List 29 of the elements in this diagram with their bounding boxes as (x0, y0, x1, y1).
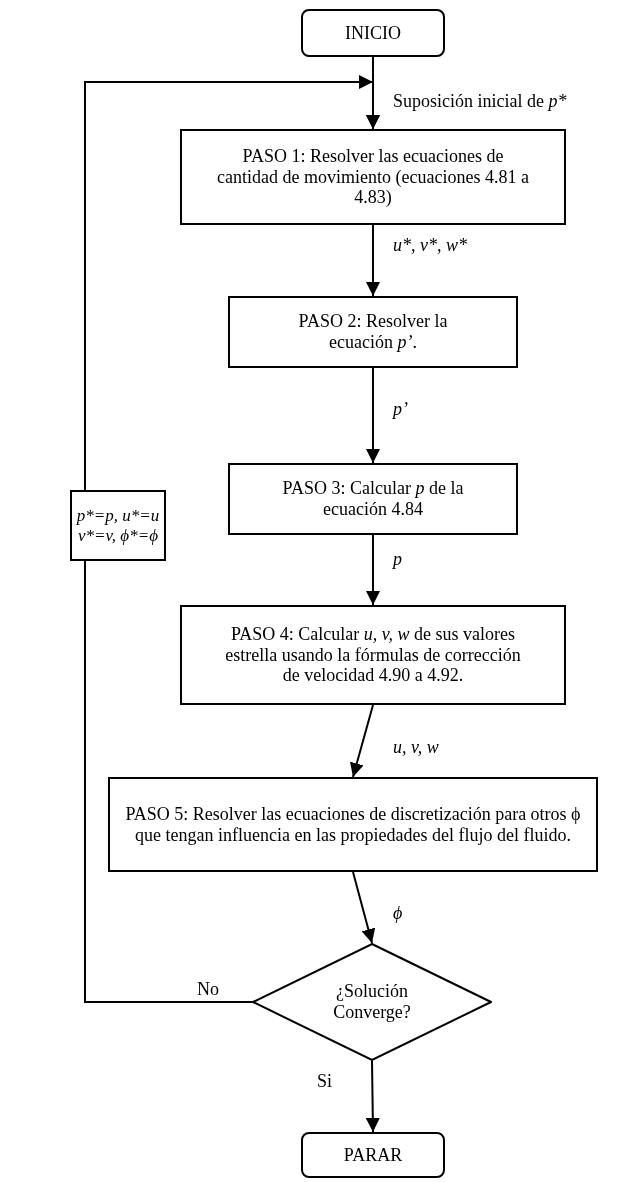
process-box (180, 129, 566, 225)
arrow (350, 704, 374, 778)
edge-label: ϕ (392, 904, 404, 924)
arrow (352, 871, 376, 944)
step-text: PASO 2: Resolver la ecuación p’. (297, 311, 449, 353)
edge-label: Suposición inicial de p* (392, 92, 568, 112)
step-text: p*=p, u*=u v*=v, ϕ*=ϕ (75, 505, 161, 546)
decision-diamond (252, 943, 492, 1061)
process-box (228, 296, 518, 368)
arrow (84, 75, 380, 491)
step-text: PASO 3: Calcular p de la ecuación 4.84 (281, 478, 465, 520)
edge-label: p’ (392, 400, 409, 420)
process-box (228, 463, 518, 535)
process-box (70, 490, 166, 561)
arrow (366, 367, 380, 464)
step-text: PASO 5: Resolver las ecuaciones de discretización para otros ϕ que tengan influencia en las propiedades del flujo del fluido. (124, 803, 582, 846)
terminal-text: PARAR (343, 1144, 403, 1166)
terminal-box (301, 1132, 445, 1178)
edge-label: u*, v*, w* (392, 236, 468, 256)
process-box (108, 777, 598, 872)
step-text: PASO 4: Calcular u, v, w de sus valores estrella usando la fórmulas de corrección de velocidad 4.90 a 4.92. (224, 623, 522, 687)
step-text: PASO 1: Resolver las ecuaciones de cantidad de movimiento (ecuaciones 4.81 a 4.83) (216, 145, 530, 209)
terminal-box (301, 9, 445, 57)
arrow (366, 534, 380, 606)
arrow (366, 224, 380, 297)
terminal-text: INICIO (345, 22, 401, 44)
arrow (365, 1060, 380, 1133)
process-box (180, 605, 566, 705)
decision-text: ¿Solución Converge? (332, 981, 412, 1023)
